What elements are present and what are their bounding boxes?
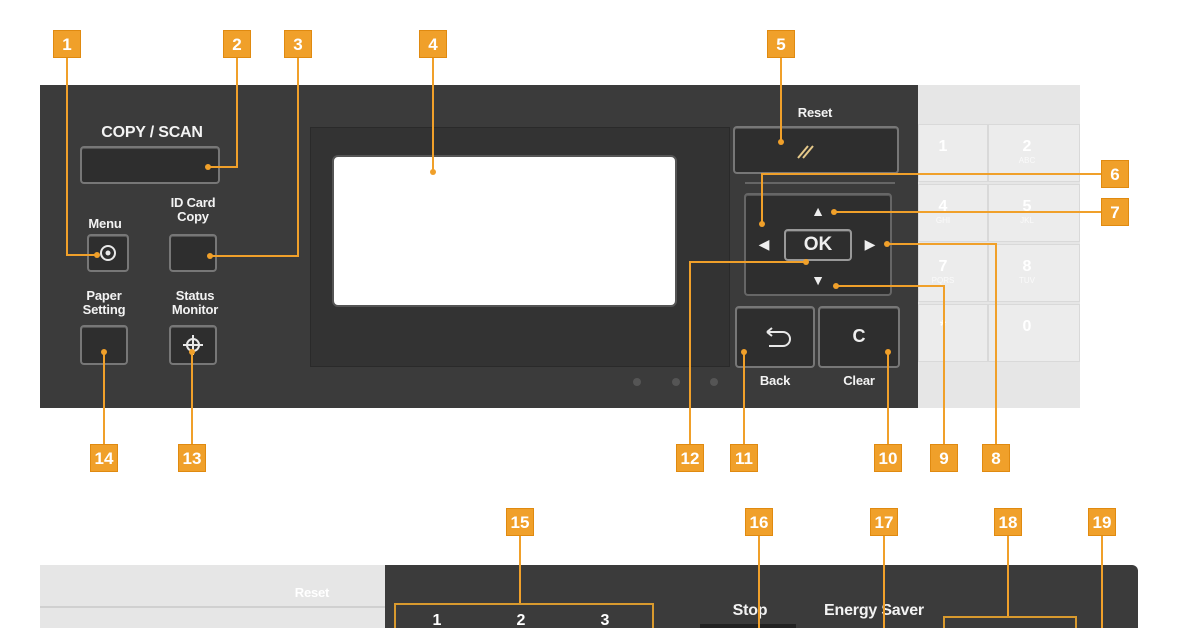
reset-slash-icon <box>797 145 814 159</box>
back-label: Back <box>759 373 791 388</box>
key-7[interactable] <box>918 244 988 302</box>
highlight-box <box>943 616 1077 628</box>
lcd-display <box>332 155 677 307</box>
key-2[interactable] <box>988 124 1080 182</box>
reset-label-bottom: Reset <box>294 585 330 600</box>
keypad-bottom <box>394 603 654 628</box>
key-label: 1 <box>938 138 948 155</box>
key-8[interactable] <box>988 244 1080 302</box>
paper-setting-label: Paper Setting <box>82 288 126 317</box>
clear-button[interactable]: C <box>818 306 900 368</box>
down-arrow-button[interactable]: ▼ <box>811 272 825 288</box>
menu-label: Menu <box>88 216 122 231</box>
callout-15: 15 <box>506 508 534 536</box>
menu-wheel-icon <box>100 245 116 261</box>
callout-13: 13 <box>178 444 206 472</box>
right-arrow-button[interactable]: ▶ <box>864 236 876 252</box>
ok-button[interactable]: OK <box>784 229 852 261</box>
indicator-dot <box>633 378 641 386</box>
callout-2: 2 <box>223 30 251 58</box>
key-3-bottom[interactable]: 3 <box>600 612 610 629</box>
energy-saver-label: Energy Saver <box>824 602 924 619</box>
back-button[interactable] <box>735 306 815 368</box>
divider <box>40 606 385 608</box>
callout-16: 16 <box>745 508 773 536</box>
up-arrow-button[interactable]: ▲ <box>811 203 825 219</box>
callout-14: 14 <box>90 444 118 472</box>
callout-12: 12 <box>676 444 704 472</box>
paper-setting-button[interactable] <box>80 325 128 365</box>
callout-8: 8 <box>982 444 1010 472</box>
key-label: 0 <box>1022 318 1032 335</box>
callout-6: 6 <box>1101 160 1129 188</box>
key-1-bottom[interactable]: 1 <box>432 612 442 629</box>
callout-3: 3 <box>284 30 312 58</box>
indicator-dot <box>710 378 718 386</box>
key-label: * <box>939 318 947 335</box>
back-arrow-icon <box>766 327 791 347</box>
id-card-copy-label: ID Card Copy <box>170 195 216 224</box>
indicator-dot <box>672 378 680 386</box>
callout-1: 1 <box>53 30 81 58</box>
copy-scan-label: COPY / SCAN <box>101 124 203 141</box>
control-panel-bottom-light <box>40 565 385 628</box>
callout-4: 4 <box>419 30 447 58</box>
left-arrow-button[interactable]: ◀ <box>758 236 770 252</box>
callout-18: 18 <box>994 508 1022 536</box>
callout-11: 11 <box>730 444 758 472</box>
stop-button[interactable] <box>700 624 796 628</box>
key-2-bottom[interactable]: 2 <box>516 612 526 629</box>
key-0[interactable] <box>988 304 1080 362</box>
callout-17: 17 <box>870 508 898 536</box>
key-star[interactable] <box>918 304 988 362</box>
menu-button[interactable] <box>87 234 129 272</box>
reset-label: Reset <box>797 105 833 120</box>
callout-19: 19 <box>1088 508 1116 536</box>
status-monitor-label: Status Monitor <box>171 288 219 317</box>
divider <box>745 182 895 184</box>
id-card-copy-button[interactable] <box>169 234 217 272</box>
copy-scan-button[interactable] <box>80 146 220 184</box>
key-1[interactable] <box>918 124 988 182</box>
callout-7: 7 <box>1101 198 1129 226</box>
callout-5: 5 <box>767 30 795 58</box>
callout-9: 9 <box>930 444 958 472</box>
clear-label: Clear <box>843 373 875 388</box>
callout-10: 10 <box>874 444 902 472</box>
